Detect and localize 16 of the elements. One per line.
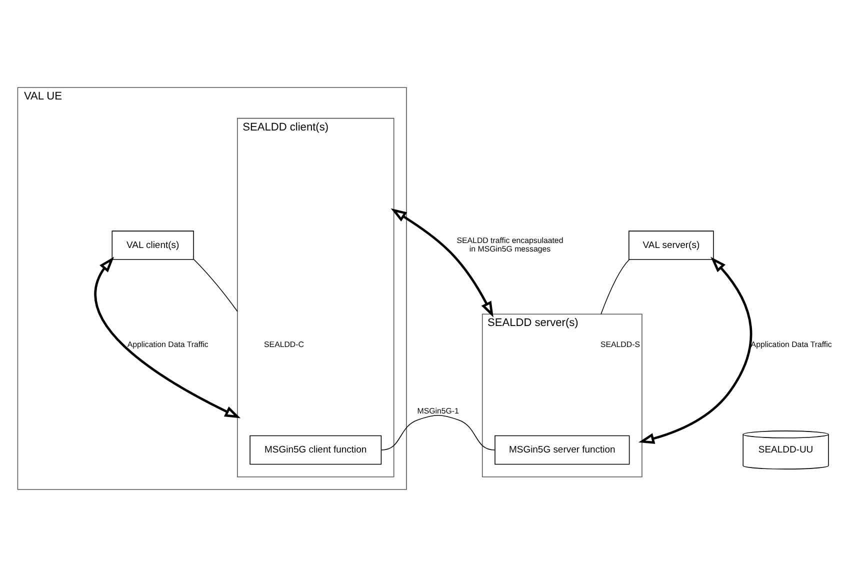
node-box: VAL server(s) — [628, 230, 714, 260]
arrow — [94, 256, 241, 418]
edge-label: SEALDD-S — [600, 340, 640, 349]
connector — [194, 258, 238, 312]
node-box: VAL client(s) — [112, 230, 194, 260]
arrow — [390, 208, 494, 317]
edge-label: Application Data Traffic — [750, 340, 832, 349]
arrow — [638, 256, 752, 444]
edge-label: MSGin5G-1 — [417, 406, 459, 416]
connector — [380, 414, 496, 450]
edge-label: SEALDD traffic encapsulaated in MSGin5G messages — [456, 235, 564, 254]
connector — [600, 258, 630, 314]
node-box: MSGin5G client function — [250, 434, 382, 464]
node-box: MSGin5G server function — [494, 434, 630, 464]
edge-label: SEALDD-C — [264, 340, 304, 349]
edge-label: Application Data Traffic — [127, 340, 208, 349]
